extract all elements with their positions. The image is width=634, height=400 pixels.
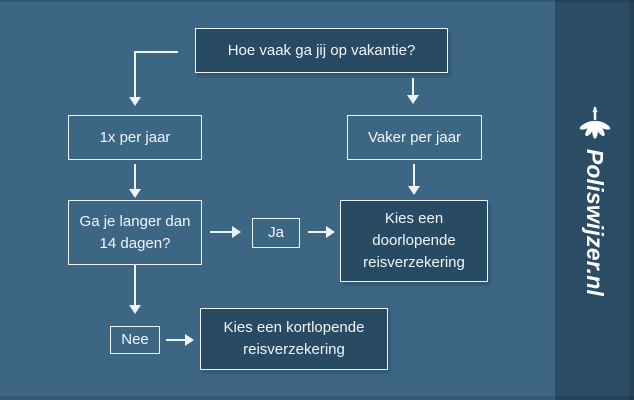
- outcome-continuous-box: Kies een doorlopende reisverzekering: [340, 200, 488, 282]
- yes-label-box: Ja: [252, 218, 300, 248]
- duration-question-label: Ga je langer dan 14 dagen?: [79, 212, 191, 252]
- outcome-short-label: Kies een kortlopende reisverzekering: [223, 319, 365, 358]
- arrowhead-right-to-continuous: [326, 226, 335, 238]
- arrowhead-down-to-continuous: [408, 186, 420, 195]
- branch-once-label: 1x per jaar: [99, 128, 171, 146]
- brand-sidebar: [555, 0, 634, 400]
- connector-right-to-yes: [210, 231, 233, 233]
- branch-once-box: 1x per jaar: [68, 115, 202, 160]
- connector-elbow-horizontal: [135, 51, 178, 53]
- connector-down-to-continuous: [413, 164, 415, 186]
- arrowhead-down-to-duration: [129, 189, 141, 198]
- no-label: Nee: [121, 331, 149, 349]
- frame-edge-bottom: [0, 396, 634, 400]
- frame-edge-right: [630, 0, 634, 400]
- outcome-short-box: Kies een kortlopende reisverzekering: [200, 308, 388, 370]
- branch-often-label: Vaker per jaar: [367, 128, 462, 146]
- no-label-box: Nee: [110, 326, 160, 354]
- connector-down-to-no: [134, 265, 136, 307]
- arrowhead-down-to-often: [407, 95, 419, 104]
- duration-question-box: Ga je langer dan 14 dagen?: [68, 200, 202, 265]
- connector-elbow-vertical: [134, 51, 136, 97]
- branch-often-box: Vaker per jaar: [347, 115, 482, 160]
- arrowhead-right-to-yes: [232, 226, 241, 238]
- outcome-continuous-label: Kies een doorlopende reisverzekering: [363, 210, 465, 271]
- arrowhead-down-to-once: [129, 97, 141, 106]
- flowchart-question-box: Hoe vaak ga jij op vakantie?: [195, 28, 448, 73]
- connector-down-to-duration: [134, 164, 136, 191]
- frame-edge-top: [0, 0, 634, 2]
- arrowhead-down-to-no: [129, 305, 141, 314]
- connector-right-to-continuous: [308, 231, 327, 233]
- arrowhead-right-to-short: [185, 334, 194, 346]
- flowchart-question-label: Hoe vaak ga jij op vakantie?: [227, 41, 416, 59]
- connector-right-to-short: [166, 339, 186, 341]
- connector-down-to-often: [412, 78, 414, 97]
- yes-label: Ja: [268, 224, 284, 242]
